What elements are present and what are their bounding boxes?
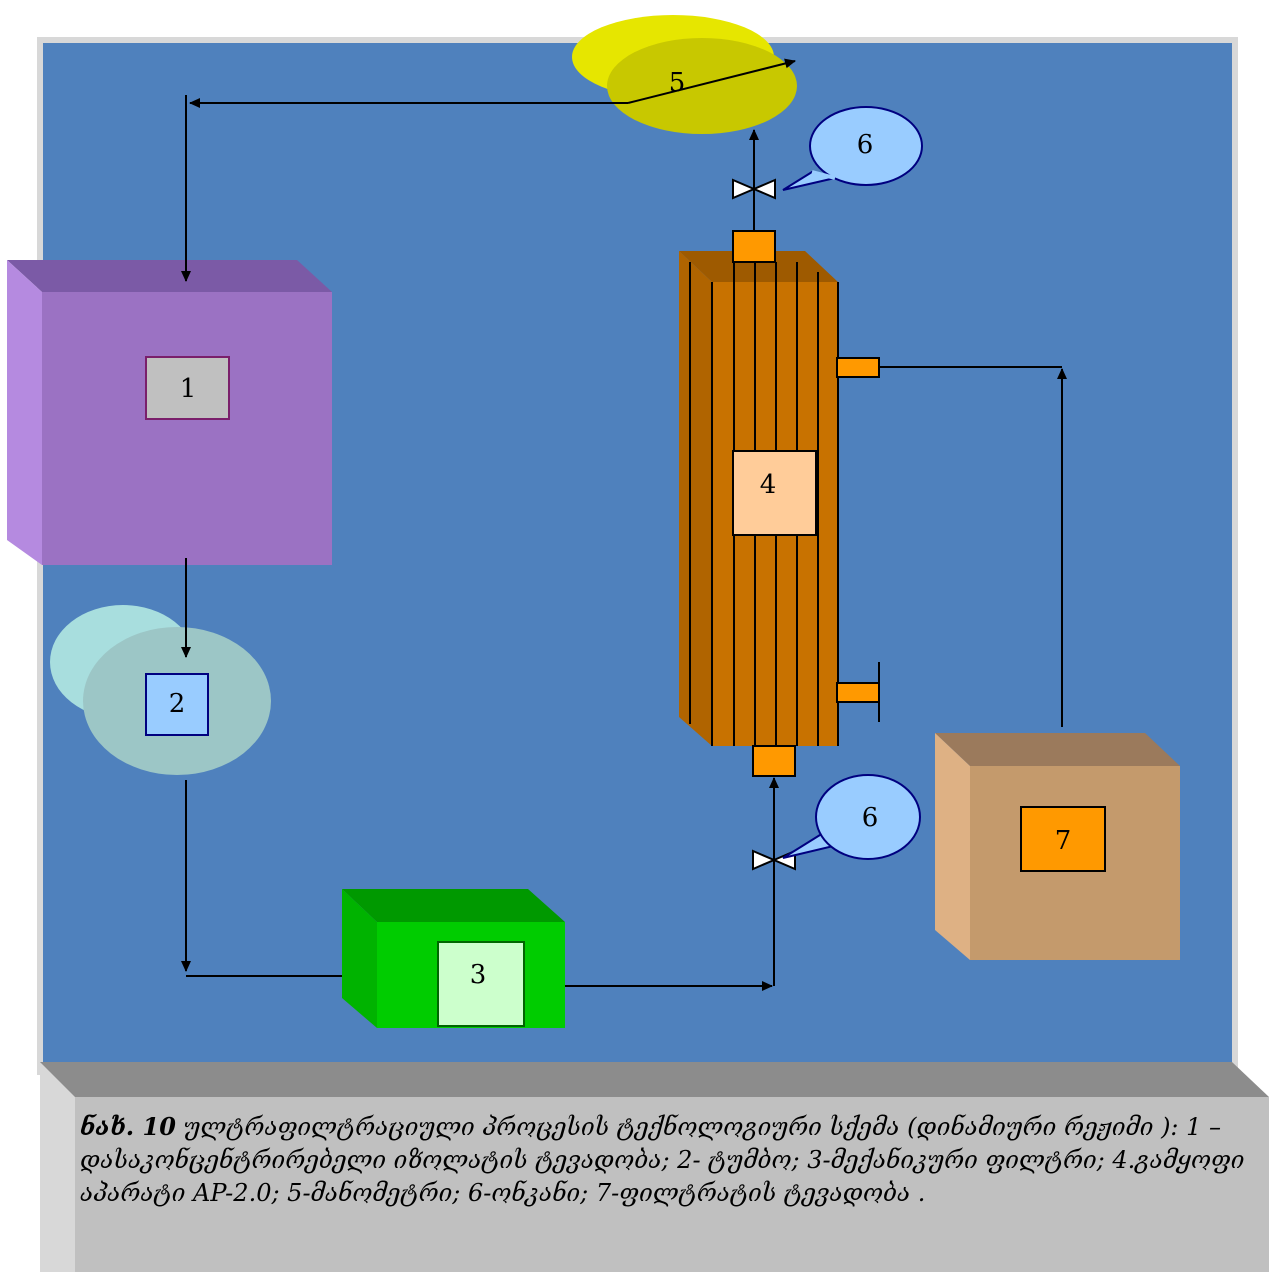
label-5: 5 [669,68,686,98]
label-box-7 [1020,806,1106,872]
figure-number: ნახ. 10 [80,1112,176,1141]
callout-6-bottom: 6 [782,774,921,860]
label-box-3 [437,941,525,1027]
filter-3: 3 [342,889,565,1028]
label-box-1 [145,356,230,420]
label-6-bottom: 6 [862,803,879,833]
top-port [732,230,776,263]
flow-lines [181,58,1067,991]
tank-7: 7 [935,733,1180,960]
label-4: 4 [760,470,777,500]
label-1: 1 [180,374,197,404]
label-box-4 [732,450,817,536]
label-7: 7 [1055,826,1072,856]
apparatus-4: 4 [679,230,880,777]
valve-top [732,178,776,200]
callout-6-top: 6 [782,106,923,191]
caption-panel [40,1062,1269,1272]
label-3: 3 [470,960,487,990]
figure-caption: ნახ. 10 ულტრაფილტრაციული პროცესის ტექნოლ… [80,1110,1250,1270]
label-box-2 [145,673,209,736]
side-port [836,682,880,703]
caption-text: ულტრაფილტრაციული პროცესის ტექნოლოგიური ს… [80,1113,1245,1207]
pump-2: 2 [50,605,271,775]
label-2: 2 [169,689,186,719]
label-6-top: 6 [857,130,874,160]
tank-1: 1 [7,260,332,565]
bottom-port [752,745,796,777]
permeate-port [836,357,880,378]
